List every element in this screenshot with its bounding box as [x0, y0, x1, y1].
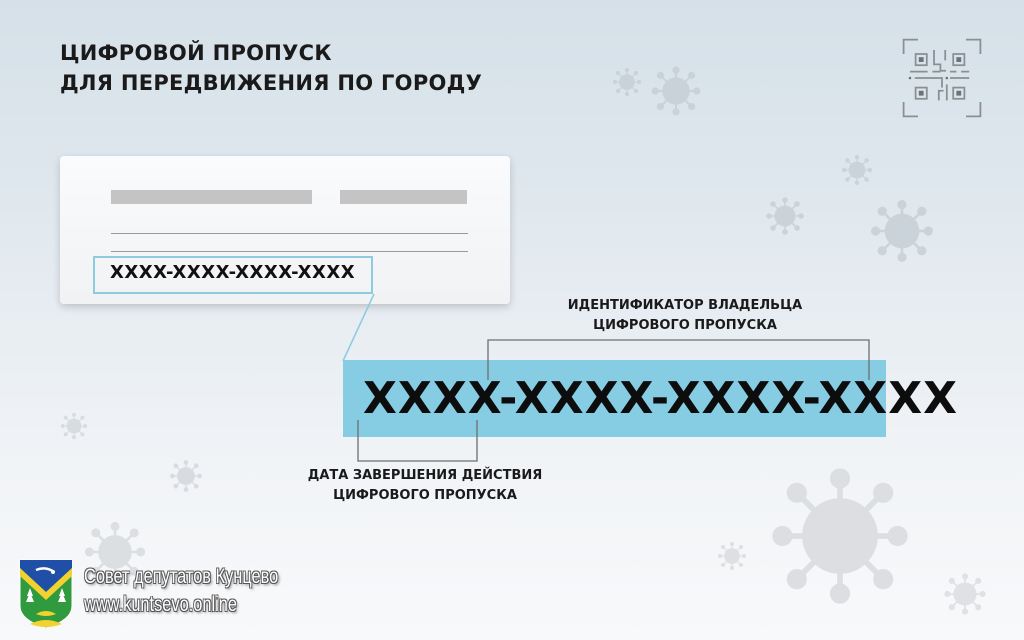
- page-title: ЦИФРОВОЙ ПРОПУСК ДЛЯ ПЕРЕДВИЖЕНИЯ ПО ГОР…: [60, 38, 482, 98]
- owner-id-line-1: ИДЕНТИФИКАТОР ВЛАДЕЛЬЦА: [567, 298, 803, 313]
- virus-icon: [870, 199, 934, 263]
- owner-id-line-2: ЦИФРОВОГО ПРОПУСКА: [593, 318, 777, 333]
- placeholder-field-bar: [340, 190, 467, 204]
- expiry-date-annotation: ДАТА ЗАВЕРШЕНИЯ ДЕЙСТВИЯ ЦИФРОВОГО ПРОПУ…: [280, 466, 570, 506]
- watermark-text: Совет депутатов Кунцево www.kuntsevo.onl…: [84, 563, 278, 619]
- pass-document-card: [60, 156, 510, 304]
- virus-icon: [841, 154, 873, 186]
- virus-icon: [651, 66, 701, 116]
- divider-line: [111, 251, 468, 252]
- watermark-org-name: Совет депутатов Кунцево: [84, 565, 279, 588]
- placeholder-field-bar: [111, 190, 312, 204]
- qr-code-icon: [902, 38, 982, 118]
- virus-icon: [944, 573, 986, 615]
- card-pass-code: XXXX-XXXX-XXXX-XXXX: [110, 262, 356, 283]
- virus-icon: [60, 412, 88, 440]
- owner-id-annotation: ИДЕНТИФИКАТОР ВЛАДЕЛЬЦА ЦИФРОВОГО ПРОПУС…: [540, 296, 830, 336]
- virus-icon: [775, 471, 905, 601]
- enlarged-pass-code: XXXX-XXXX-XXXX-XXXX: [363, 373, 959, 424]
- virus-icon: [612, 67, 642, 97]
- title-line-2: ДЛЯ ПЕРЕДВИЖЕНИЯ ПО ГОРОДУ: [60, 71, 483, 95]
- code-highlight-box: [93, 256, 373, 294]
- divider-line: [111, 233, 468, 234]
- virus-icon: [766, 197, 804, 235]
- watermark-url[interactable]: www.kuntsevo.online: [84, 593, 237, 616]
- coat-of-arms-icon: [19, 559, 73, 629]
- expiry-date-line-1: ДАТА ЗАВЕРШЕНИЯ ДЕЙСТВИЯ: [307, 468, 543, 483]
- expiry-date-line-2: ЦИФРОВОГО ПРОПУСКА: [333, 488, 517, 503]
- virus-icon: [170, 460, 202, 492]
- virus-icon: [717, 541, 747, 571]
- title-line-1: ЦИФРОВОЙ ПРОПУСК: [60, 41, 332, 65]
